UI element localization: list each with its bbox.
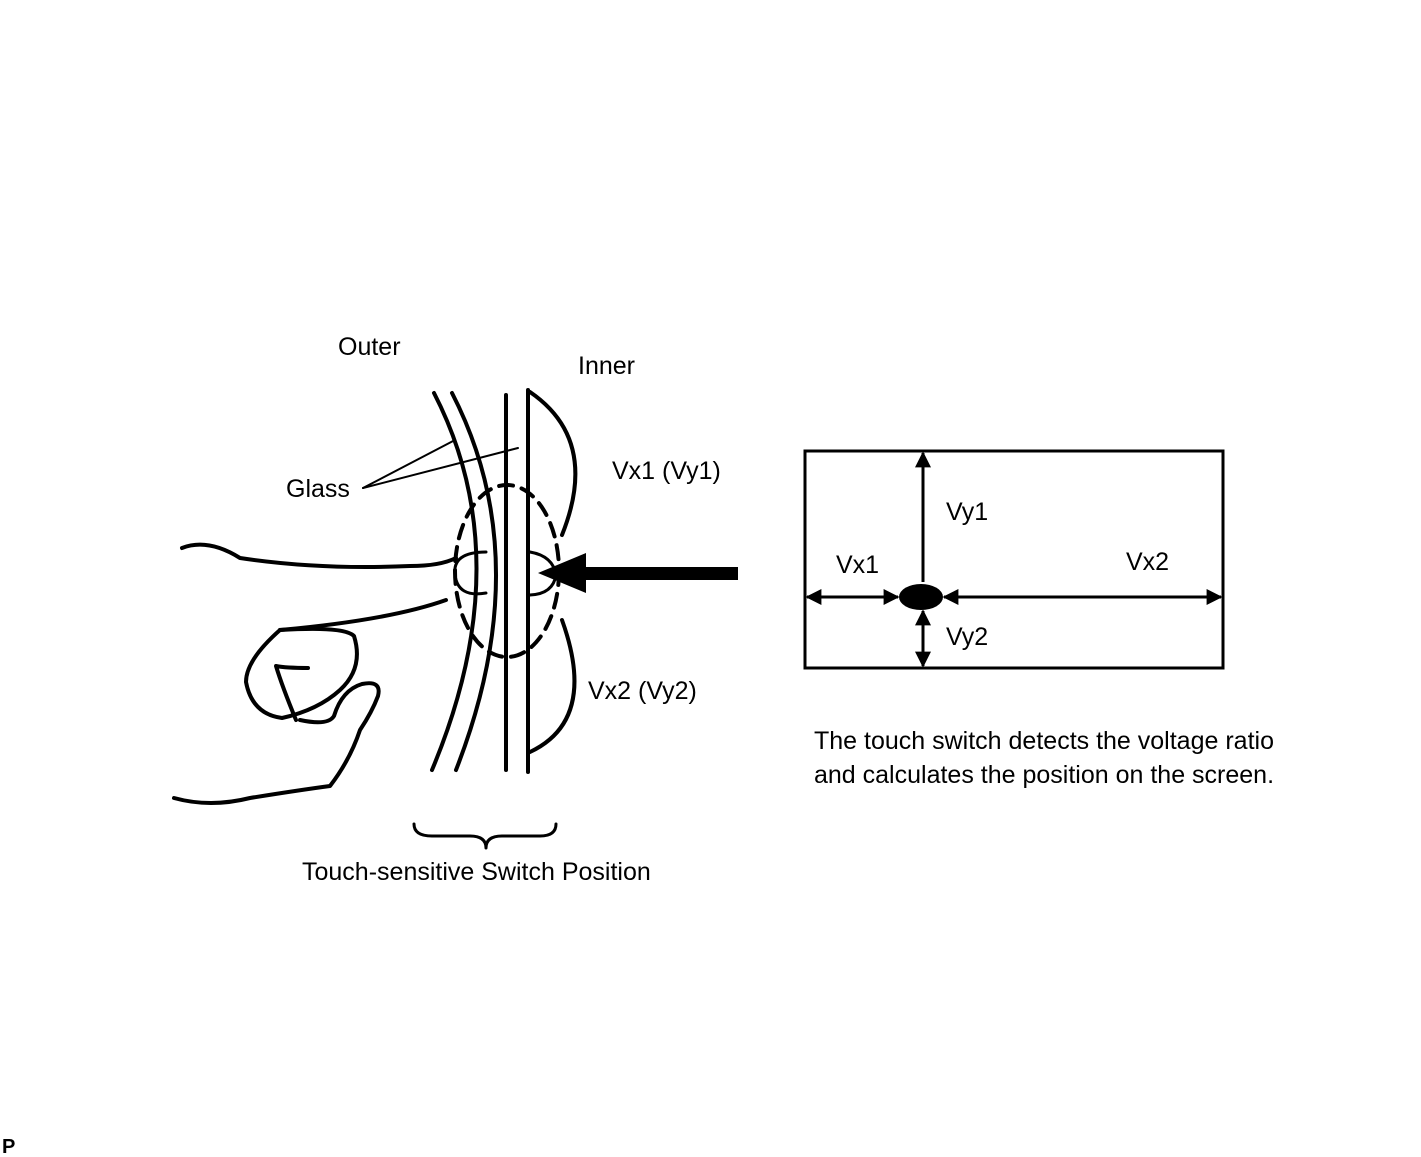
fist-outline: [244, 626, 359, 720]
vx2-vy2-label: Vx2 (Vy2): [588, 677, 697, 705]
screen-rectangle: [803, 449, 1225, 670]
vx1-label: Vx1: [836, 551, 879, 579]
inner-label: Inner: [578, 352, 635, 380]
glass-leader-1: [362, 439, 456, 489]
switch-position-bracket: [412, 822, 558, 850]
signal-arrow: [538, 553, 738, 593]
outer-glass-curve-1: [430, 391, 479, 772]
outer-label: Outer: [338, 333, 401, 361]
vy1-label: Vy1: [946, 498, 988, 526]
vx2-label: Vx2: [1126, 548, 1169, 576]
screen-diagram: Vy1 Vx1 Vx2 Vy2: [803, 449, 1225, 670]
finger-lower-edge: [278, 598, 448, 632]
glass-label: Glass: [286, 475, 350, 503]
field-arc-lower: [528, 618, 577, 754]
signal-arrow-head: [538, 553, 586, 593]
signal-arrow-shaft: [580, 567, 738, 580]
outer-glass-curve-2: [450, 391, 498, 772]
glass-panel-illustration: [362, 388, 578, 850]
index-finger-outline: [180, 542, 458, 569]
lower-hand-outline: [172, 681, 381, 805]
contact-arc-left: [453, 550, 488, 596]
touch-point: [899, 584, 943, 610]
field-arc-upper: [528, 390, 578, 537]
corner-mark: P: [2, 1136, 15, 1157]
vx1-vy1-label: Vx1 (Vy1): [612, 457, 721, 485]
vy2-label: Vy2: [946, 623, 988, 651]
thumb-knuckle: [274, 664, 310, 722]
caption-line-1: The touch switch detects the voltage rat…: [814, 727, 1274, 755]
caption-line-2: and calculates the position on the scree…: [814, 761, 1274, 789]
hand-icon: [172, 542, 458, 805]
switch-position-label: Touch-sensitive Switch Position: [302, 858, 651, 886]
glass-leader-2: [362, 447, 519, 489]
